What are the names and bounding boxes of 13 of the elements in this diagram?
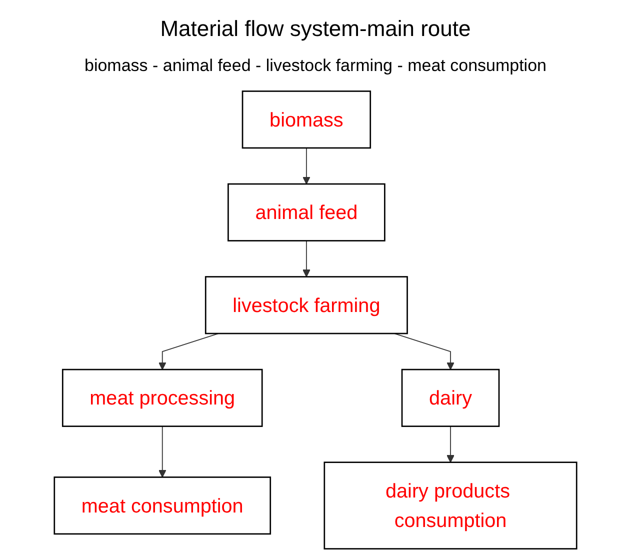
arrow	[302, 240, 310, 278]
node-box: dairy products consumption	[324, 462, 578, 550]
node-box: biomass	[242, 90, 372, 149]
node-box: livestock farming	[204, 276, 408, 334]
route-note: biomass - animal feed - livestock farming - meat consumption	[84, 56, 546, 76]
node-box: animal feed	[228, 183, 386, 242]
arrow	[446, 426, 454, 463]
arrow	[302, 148, 310, 184]
node-box: meat consumption	[54, 476, 272, 535]
diagram-title: Material flow system-main route	[160, 16, 471, 42]
node-box: meat processing	[62, 368, 263, 427]
node-box: dairy	[401, 368, 500, 427]
arrow	[158, 426, 166, 478]
